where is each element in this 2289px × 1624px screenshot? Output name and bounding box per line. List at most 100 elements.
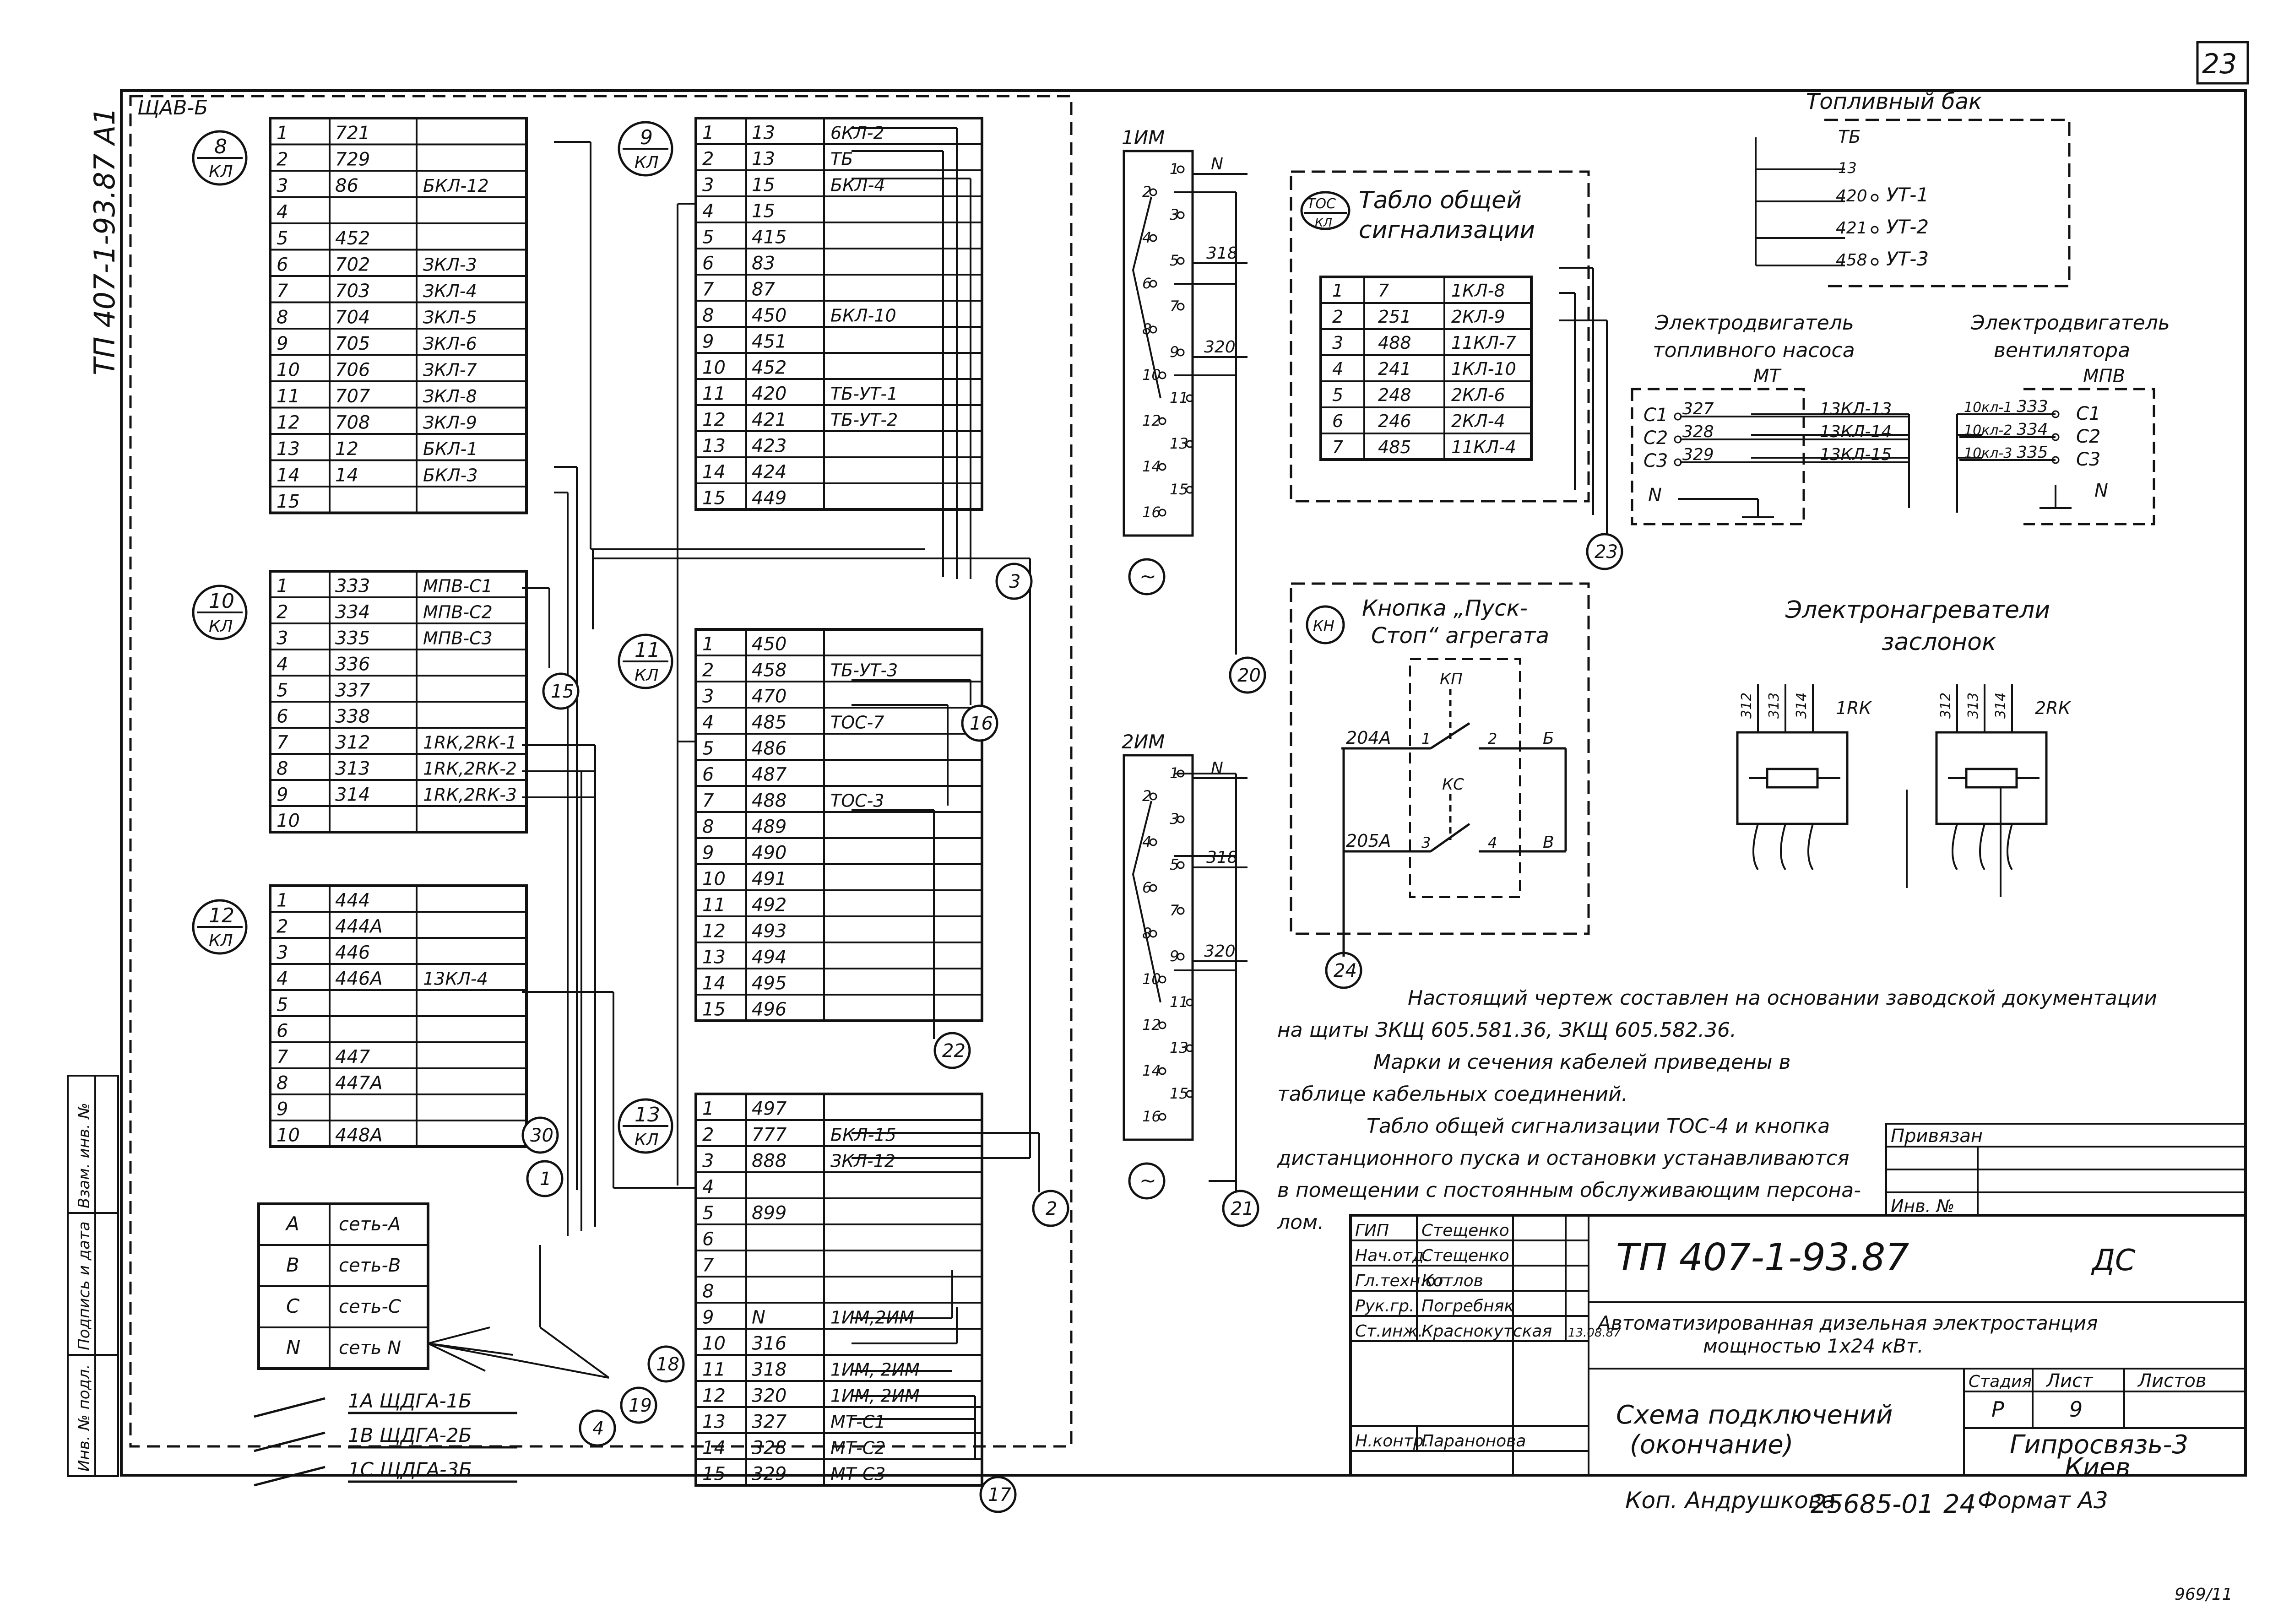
terminal-number: 13 <box>702 1412 726 1433</box>
motor-terminal: 10 <box>1142 366 1161 384</box>
terminal-number: 6 <box>277 1021 288 1042</box>
wire-number: 446 <box>335 942 370 964</box>
note-line: лом. <box>1277 1211 1324 1234</box>
tb-sheet-h: Лист <box>2045 1370 2094 1391</box>
terminal-number: 2 <box>277 149 288 170</box>
staff-name: Погребняк <box>1421 1297 1514 1315</box>
motor-terminal: 15 <box>1170 1085 1188 1102</box>
wire-number: 485 <box>752 712 787 733</box>
destination: БКЛ-12 <box>423 176 489 196</box>
cable-marker-label: 15 <box>551 681 574 702</box>
tos-row-wire: 488 <box>1378 333 1411 353</box>
cable-marker-21 <box>1222 1190 1259 1227</box>
terminal-number: 7 <box>277 1047 288 1068</box>
terminal-number: 12 <box>702 410 726 431</box>
terminal-number: 9 <box>702 843 714 864</box>
terminal-number: 5 <box>277 680 288 701</box>
wire-number: 14 <box>335 465 358 486</box>
terminal-dot <box>1149 325 1157 334</box>
terminal-dot <box>1186 486 1194 494</box>
cable-marker-30 <box>521 1116 559 1154</box>
motor-terminal: 9 <box>1170 343 1179 361</box>
stamp-inv-podl: Инв. № подл. <box>75 1364 93 1472</box>
wire <box>428 1343 486 1372</box>
pump-tag: МТ <box>1753 366 1782 387</box>
terminal-number: 11 <box>702 1359 726 1380</box>
terminal-dot <box>1186 394 1194 402</box>
wire-number: 424 <box>752 462 787 483</box>
destination: МПВ-С1 <box>423 576 493 596</box>
tos-row-num: 1 <box>1332 281 1343 301</box>
motor-wire-318: 318 <box>1206 848 1238 867</box>
destination: 1RК,2RК-2 <box>423 759 517 779</box>
tb-sheet-name-1: Схема подключений <box>1616 1400 1893 1430</box>
destination: БКЛ-1 <box>423 439 478 459</box>
terminal-number: 8 <box>702 305 714 326</box>
wire-number: 458 <box>752 660 787 681</box>
tb-object-2: мощностью 1х24 кВт. <box>1703 1335 1923 1357</box>
destination: ЗКЛ-4 <box>423 281 477 301</box>
button-badge-text: КН <box>1313 617 1334 634</box>
fan-phase: С2 <box>2076 426 2100 447</box>
cable-marker-label: 21 <box>1231 1198 1254 1219</box>
wire-number: 83 <box>752 253 775 274</box>
fuel-tank-title: Топливный бак <box>1806 89 1982 114</box>
motor-terminal: 4 <box>1142 229 1151 246</box>
wire-number: 497 <box>752 1099 787 1120</box>
heater-lead <box>2007 823 2013 871</box>
tb-sheets-h: Листов <box>2137 1370 2206 1391</box>
terminal-number: 10 <box>277 1125 300 1146</box>
wire-number: 452 <box>752 357 787 379</box>
motor-internal-wire <box>1132 196 1161 399</box>
pump-wire: 327 <box>1682 400 1714 418</box>
start-stop-panel: КН Кнопка „Пуск- Стоп“ агрегата КП КС 20… <box>1290 582 1590 957</box>
terminal-number: 9 <box>702 331 714 352</box>
wire-number: N <box>752 1307 765 1328</box>
wire-number: 706 <box>335 360 370 381</box>
tank-wire: 420 <box>1836 187 1867 206</box>
terminal-number: 8 <box>277 307 288 328</box>
terminal-dot <box>1674 435 1682 444</box>
terminal-number: 13 <box>277 438 300 460</box>
terminal-number: 6 <box>277 706 288 727</box>
terminal-number: 15 <box>702 1464 726 1485</box>
wire-number: 708 <box>335 412 370 433</box>
wire-number: 336 <box>335 654 370 675</box>
tos-badge <box>1300 191 1351 230</box>
pump-phase: С3 <box>1644 450 1668 471</box>
button-housing <box>1409 658 1521 898</box>
destination: 13КЛ-4 <box>423 969 488 989</box>
block-badge <box>192 130 248 186</box>
side-code: ТП 407-1-93.87 А1 <box>88 107 121 375</box>
cable-marker-label: 23 <box>1595 541 1618 563</box>
terminal-number: 14 <box>702 462 726 483</box>
terminal-number: 1 <box>702 634 714 655</box>
motor-wire-n: N <box>1211 759 1223 778</box>
cable-marker-18 <box>647 1345 685 1383</box>
motor-terminal: 10 <box>1142 970 1161 988</box>
wire-number: 494 <box>752 947 787 968</box>
terminal-number: 14 <box>702 973 726 994</box>
terminal-number: 2 <box>277 916 288 937</box>
tank-sensor: УТ-2 <box>1886 216 1929 238</box>
motor-terminal: 14 <box>1142 1062 1161 1079</box>
terminal-dot <box>1871 194 1879 202</box>
wire-number: 447 <box>335 1047 370 1068</box>
terminal-number: 10 <box>702 869 726 890</box>
tos-row-num: 4 <box>1332 359 1343 379</box>
wire-number: 320 <box>752 1386 787 1407</box>
motor-wire-320: 320 <box>1204 338 1236 357</box>
cabinet-label: ЩАВ-Б <box>137 96 208 119</box>
terminal-number: 14 <box>702 1438 726 1459</box>
approval-area <box>1885 1123 2246 1216</box>
wire-number: 327 <box>752 1412 787 1433</box>
terminal-dot <box>1158 371 1166 379</box>
terminal-dot <box>1158 1067 1166 1075</box>
heater-wire: 312 <box>1938 693 1954 719</box>
motor-terminal: 16 <box>1142 503 1161 521</box>
